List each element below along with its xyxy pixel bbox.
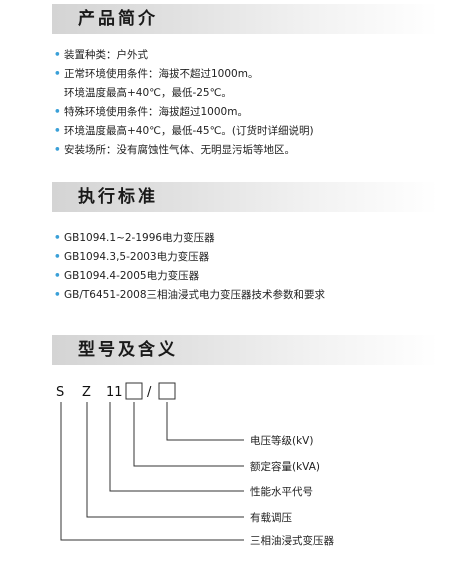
bullet-dot-icon: •	[54, 68, 61, 80]
capacity-box	[125, 382, 143, 400]
label-performance-code: 性能水平代号	[250, 485, 313, 498]
section-header-product-intro: 产品简介	[52, 4, 438, 34]
code-s: S	[56, 385, 64, 400]
list-item-text: 安装场所：没有腐蚀性气体、无明显污垢等地区。	[64, 144, 295, 156]
list-item-text: GB1094.4-2005电力变压器	[64, 270, 200, 282]
list-item: •正常环境使用条件：海拔不超过1000m。	[54, 65, 314, 84]
list-item: •装置种类：户外式	[54, 46, 314, 65]
section-header-model: 型号及含义	[52, 335, 438, 365]
leader-line-performance	[109, 402, 244, 492]
section-header-standards: 执行标准	[52, 182, 438, 212]
leader-line-capacity	[133, 402, 244, 467]
label-voltage-level: 电压等级(kV)	[250, 434, 313, 447]
list-item: 环境温度最高+40℃，最低-25℃。	[54, 84, 314, 103]
list-item-text: 特殊环境使用条件：海拔超过1000m。	[64, 106, 248, 118]
leader-line-onload	[86, 402, 244, 518]
bullet-dot-icon: •	[54, 144, 61, 156]
bullet-dot-icon: •	[54, 251, 61, 263]
product-intro-list: •装置种类：户外式 •正常环境使用条件：海拔不超过1000m。 环境温度最高+4…	[54, 46, 314, 160]
bullet-dot-icon: •	[54, 125, 61, 137]
section-title: 型号及含义	[78, 340, 178, 360]
code-11: 11	[106, 385, 123, 400]
list-item-text: GB1094.1~2-1996电力变压器	[64, 232, 215, 244]
list-item: •GB1094.3,5-2003电力变压器	[54, 248, 325, 267]
code-slash: /	[147, 385, 152, 400]
list-item: •GB/T6451-2008三相油浸式电力变压器技术参数和要求	[54, 286, 325, 305]
standards-list: •GB1094.1~2-1996电力变压器 •GB1094.3,5-2003电力…	[54, 229, 325, 305]
list-item-text: 正常环境使用条件：海拔不超过1000m。	[64, 68, 259, 80]
leader-line-voltage	[166, 402, 244, 441]
leader-line-threephase	[60, 402, 244, 541]
model-designation-diagram: S Z 11 / 电压等级(kV) 额定容量(kVA) 性能水平代号 有载调压 …	[56, 382, 334, 547]
list-item-text: 环境温度最高+40℃，最低-45℃。(订货时详细说明)	[64, 125, 314, 137]
bullet-dot-icon: •	[54, 289, 61, 301]
bullet-dot-icon: •	[54, 270, 61, 282]
bullet-dot-icon: •	[54, 106, 61, 118]
code-z: Z	[82, 385, 91, 400]
bullet-dot-icon: •	[54, 232, 61, 244]
section-title: 产品简介	[78, 9, 158, 29]
list-item: •GB1094.4-2005电力变压器	[54, 267, 325, 286]
list-item-text: GB1094.3,5-2003电力变压器	[64, 251, 210, 263]
list-item: •特殊环境使用条件：海拔超过1000m。	[54, 103, 314, 122]
list-item-text: GB/T6451-2008三相油浸式电力变压器技术参数和要求	[64, 289, 326, 301]
label-rated-capacity: 额定容量(kVA)	[250, 460, 320, 473]
bullet-dot-icon: •	[54, 49, 61, 61]
label-three-phase-oil: 三相油浸式变压器	[250, 534, 334, 547]
list-item-text: 环境温度最高+40℃，最低-25℃。	[64, 87, 232, 99]
list-item: •GB1094.1~2-1996电力变压器	[54, 229, 325, 248]
list-item: •环境温度最高+40℃，最低-45℃。(订货时详细说明)	[54, 122, 314, 141]
label-onload-tap: 有载调压	[250, 511, 292, 524]
voltage-box	[158, 382, 176, 400]
list-item: •安装场所：没有腐蚀性气体、无明显污垢等地区。	[54, 141, 314, 160]
section-title: 执行标准	[78, 187, 158, 207]
list-item-text: 装置种类：户外式	[64, 49, 148, 61]
